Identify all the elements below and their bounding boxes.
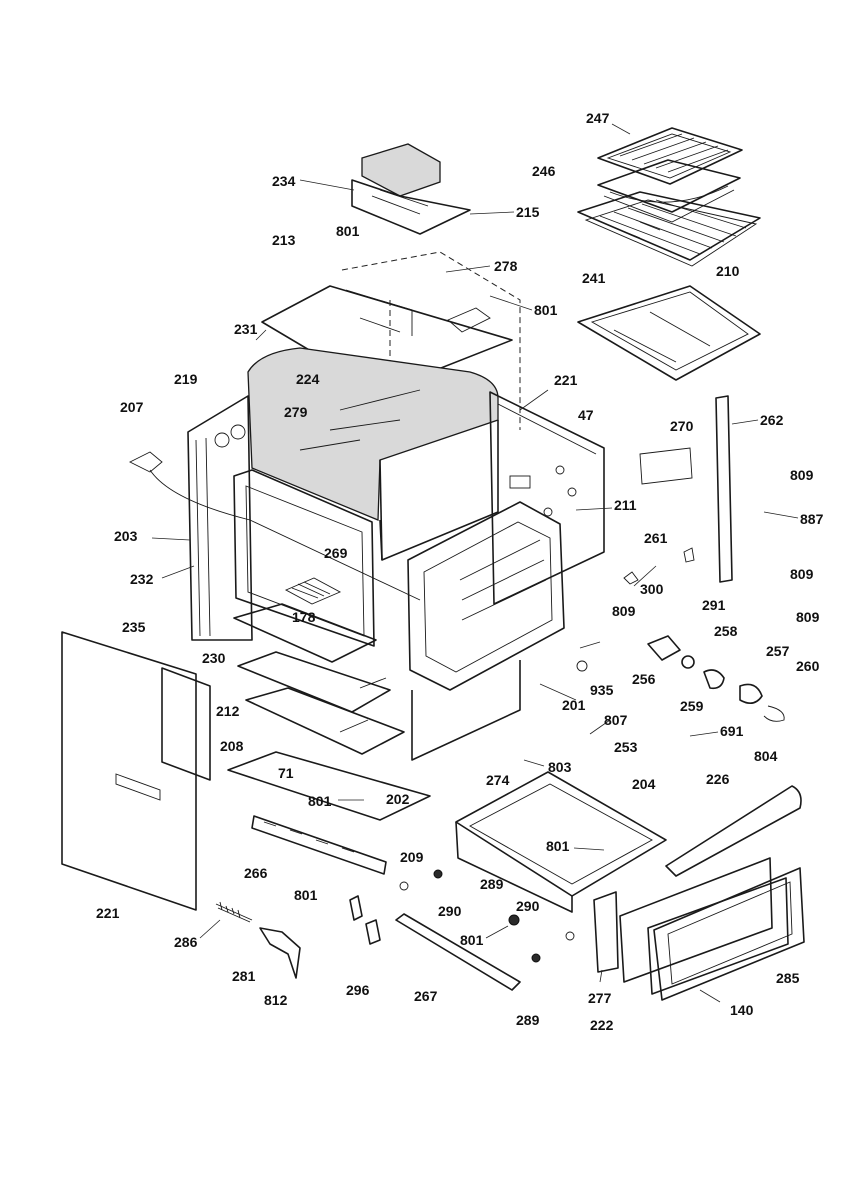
part-label: 258 bbox=[714, 623, 738, 639]
wiring-part bbox=[128, 451, 421, 601]
vent-cover-part bbox=[351, 143, 471, 235]
kick-panel-tube-part bbox=[665, 785, 802, 877]
part-label: 267 bbox=[414, 988, 438, 1004]
part-label: 290 bbox=[438, 903, 462, 919]
part-label: 259 bbox=[680, 698, 704, 714]
part-label: 277 bbox=[588, 990, 612, 1006]
part-label: 201 bbox=[562, 697, 586, 713]
part-labels: 247 246 234 215 801 213 278 801 241 210 … bbox=[96, 110, 824, 1033]
part-label: 202 bbox=[386, 791, 410, 807]
part-label: 801 bbox=[546, 838, 570, 854]
part-label: 256 bbox=[632, 671, 656, 687]
part-label: 234 bbox=[272, 173, 296, 189]
part-label: 241 bbox=[582, 270, 606, 286]
part-label: 807 bbox=[604, 712, 628, 728]
broiler-pan-part bbox=[597, 159, 741, 223]
part-label: 222 bbox=[590, 1017, 614, 1033]
part-label: 47 bbox=[578, 407, 594, 423]
hardware-part bbox=[215, 547, 695, 979]
part-label: 224 bbox=[296, 371, 320, 387]
part-label: 286 bbox=[174, 934, 198, 950]
part-label: 204 bbox=[632, 776, 656, 792]
part-label: 230 bbox=[202, 650, 226, 666]
part-label: 289 bbox=[480, 876, 504, 892]
part-label: 801 bbox=[294, 887, 318, 903]
part-label: 219 bbox=[174, 371, 198, 387]
part-label: 71 bbox=[278, 765, 294, 781]
part-label: 207 bbox=[120, 399, 144, 415]
part-label: 269 bbox=[324, 545, 348, 561]
broiler-pan-grid-part bbox=[597, 127, 743, 185]
light-socket-part bbox=[647, 635, 785, 722]
part-label: 274 bbox=[486, 772, 510, 788]
part-label: 212 bbox=[216, 703, 240, 719]
side-trim-part bbox=[639, 395, 733, 583]
part-label: 266 bbox=[244, 865, 268, 881]
part-label: 935 bbox=[590, 682, 614, 698]
part-label: 809 bbox=[790, 467, 814, 483]
part-label: 247 bbox=[586, 110, 610, 126]
part-label: 290 bbox=[516, 898, 540, 914]
front-skirt-part bbox=[251, 815, 387, 875]
part-label: 208 bbox=[220, 738, 244, 754]
part-label: 300 bbox=[640, 581, 664, 597]
part-label: 221 bbox=[96, 905, 120, 921]
leader-lines bbox=[151, 123, 799, 1003]
part-label: 253 bbox=[614, 739, 638, 755]
part-label: 691 bbox=[720, 723, 744, 739]
part-label: 178 bbox=[292, 609, 316, 625]
part-label: 260 bbox=[796, 658, 820, 674]
part-label: 809 bbox=[612, 603, 636, 619]
part-label: 801 bbox=[336, 223, 360, 239]
part-label: 221 bbox=[554, 372, 578, 388]
part-label: 140 bbox=[730, 1002, 754, 1018]
part-label: 209 bbox=[400, 849, 424, 865]
part-label: 812 bbox=[264, 992, 288, 1008]
part-label: 803 bbox=[548, 759, 572, 775]
part-label: 801 bbox=[534, 302, 558, 318]
part-label: 809 bbox=[790, 566, 814, 582]
part-label: 213 bbox=[272, 232, 296, 248]
part-label: 291 bbox=[702, 597, 726, 613]
part-label: 278 bbox=[494, 258, 518, 274]
part-label: 804 bbox=[754, 748, 778, 764]
outer-wrapper-part bbox=[247, 347, 499, 561]
part-label: 809 bbox=[796, 609, 820, 625]
part-label: 262 bbox=[760, 412, 784, 428]
part-label: 226 bbox=[706, 771, 730, 787]
part-label: 231 bbox=[234, 321, 258, 337]
part-label: 801 bbox=[460, 932, 484, 948]
part-label: 261 bbox=[644, 530, 668, 546]
part-label: 887 bbox=[800, 511, 824, 527]
right-side-panel-part bbox=[61, 631, 211, 911]
part-label: 801 bbox=[308, 793, 332, 809]
storage-drawer-part bbox=[455, 771, 667, 913]
bottom-panel-part bbox=[227, 603, 431, 821]
oven-bottom-panel-part bbox=[577, 285, 761, 381]
part-label: 285 bbox=[776, 970, 800, 986]
back-panel-part bbox=[489, 391, 605, 605]
part-label: 235 bbox=[122, 619, 146, 635]
parts-drawing bbox=[61, 123, 805, 1003]
part-label: 203 bbox=[114, 528, 138, 544]
part-label: 215 bbox=[516, 204, 540, 220]
part-label: 257 bbox=[766, 643, 790, 659]
drawer-front-part bbox=[593, 857, 805, 1001]
part-label: 232 bbox=[130, 571, 154, 587]
oven-rack-part bbox=[577, 191, 761, 267]
front-frame-part bbox=[407, 501, 565, 761]
part-label: 210 bbox=[716, 263, 740, 279]
part-label: 211 bbox=[614, 497, 637, 513]
left-side-panel-part bbox=[187, 395, 253, 641]
part-label: 270 bbox=[670, 418, 694, 434]
part-label: 246 bbox=[532, 163, 556, 179]
part-label: 289 bbox=[516, 1012, 540, 1028]
drawer-rail-part bbox=[395, 913, 521, 991]
part-label: 281 bbox=[232, 968, 256, 984]
part-label: 279 bbox=[284, 404, 308, 420]
part-label: 296 bbox=[346, 982, 370, 998]
